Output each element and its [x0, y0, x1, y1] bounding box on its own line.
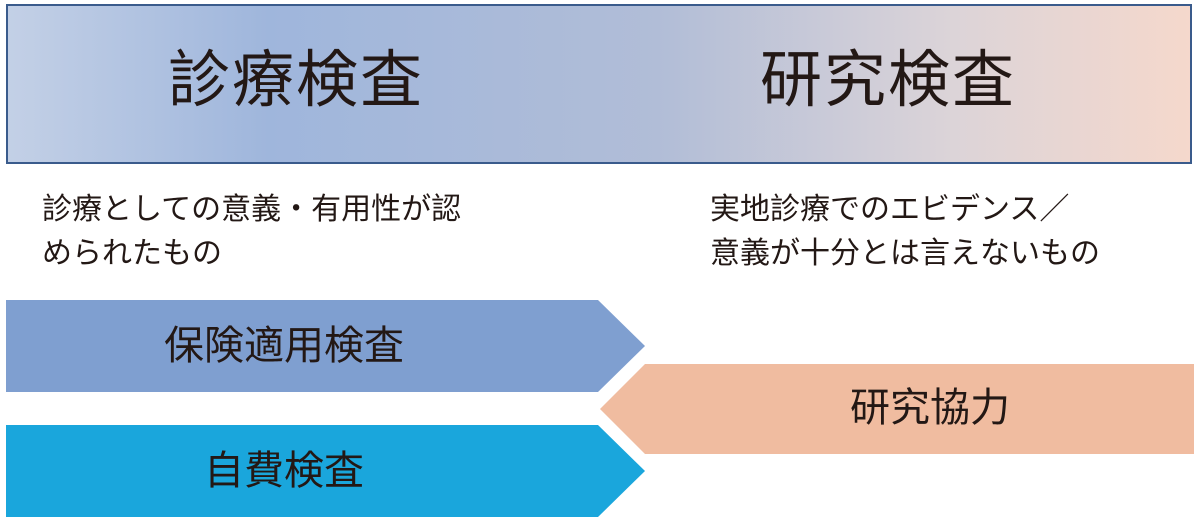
research-desc-line-2: 意義が十分とは言えないもの [710, 236, 1100, 271]
research-cooperation-label: 研究協力 [850, 385, 1010, 431]
research-test-title: 研究検査 [760, 43, 1017, 116]
insurance-arrow [6, 300, 645, 392]
clinical-desc-line-2: められたもの [42, 236, 222, 271]
self-pay-arrow [6, 425, 645, 517]
clinical-desc-line-1: 診療としての意義・有用性が認 [42, 192, 462, 227]
research-test-description: 実地診療でのエビデンス／ 意義が十分とは言えないもの [710, 188, 1190, 276]
clinical-test-title: 診療検査 [168, 43, 425, 116]
insurance-covered-test-label: 保険適用検査 [164, 323, 404, 369]
self-pay-test-label: 自費検査 [204, 448, 364, 494]
header-band [6, 4, 1192, 164]
research-cooperation-arrow [600, 364, 1194, 454]
research-desc-line-1: 実地診療でのエビデンス／ [710, 192, 1070, 227]
clinical-test-description: 診療としての意義・有用性が認 められたもの [42, 188, 542, 276]
